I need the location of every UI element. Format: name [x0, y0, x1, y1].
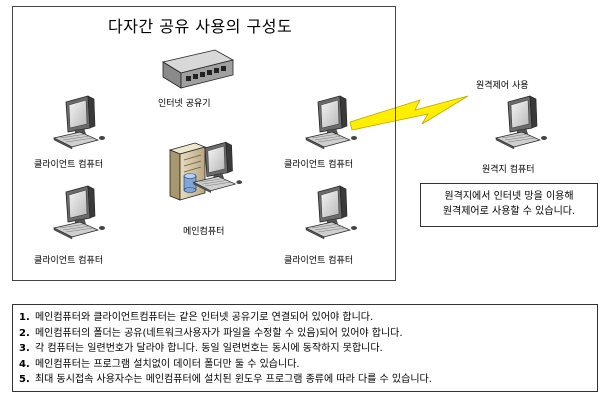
client-label: 클라이언트 컴퓨터 [284, 160, 354, 170]
note-number: 3. [19, 343, 30, 354]
notes-box: 1. 메인컴퓨터와 클라이언트컴퓨터는 같은 인터넷 공유기로 연결되어 있어야… [12, 304, 598, 392]
note-number: 4. [19, 358, 30, 370]
client-label: 클라이언트 컴퓨터 [34, 256, 104, 266]
client-label: 클라이언트 컴퓨터 [284, 256, 354, 266]
remote-note-line: 원격제어로 사용할 수 있습니다. [442, 206, 576, 217]
note-text: 메인컴퓨터의 폴더는 공유(네트워크사용자가 파일을 수정할 수 있음)되어 있… [34, 327, 403, 339]
main-pc-label: 메인컴퓨터 [183, 227, 225, 237]
client-label: 클라이언트 컴퓨터 [34, 160, 104, 170]
diagram-frame [12, 6, 396, 281]
diagram-title: 다자간 공유 사용의 구성도 [108, 17, 293, 36]
note-item: 4. 메인컴퓨터는 프로그램 설치없이 데이터 폴더만 둘 수 있습니다. [19, 357, 591, 373]
hub-label: 인터넷 공유기 [158, 99, 211, 109]
remote-note-box: 원격지에서 인터넷 망을 이용해 원격제어로 사용할 수 있습니다. [420, 183, 598, 227]
database-icon [183, 173, 197, 193]
remote-computer-icon [495, 95, 548, 150]
remote-pc-label: 원격지 컴퓨터 [482, 165, 535, 175]
note-text: 메인컴퓨터와 클라이언트컴퓨터는 같은 인터넷 공유기로 연결되어 있어야 합니… [34, 312, 374, 323]
note-item: 1. 메인컴퓨터와 클라이언트컴퓨터는 같은 인터넷 공유기로 연결되어 있어야… [19, 310, 591, 326]
note-number: 2. [19, 327, 30, 339]
lightning-bolt-icon [349, 95, 469, 131]
note-item: 2. 메인컴퓨터의 폴더는 공유(네트워크사용자가 파일을 수정할 수 있음)되… [19, 326, 591, 342]
remote-title: 원격제어 사용 [476, 81, 529, 91]
note-text: 최대 동시접속 사용자수는 메인컴퓨터에 설치된 윈도우 프로그램 종류에 따라… [34, 374, 432, 385]
router-icon [161, 49, 235, 89]
note-text: 메인컴퓨터는 프로그램 설치없이 데이터 폴더만 둘 수 있습니다. [34, 358, 300, 370]
note-number: 5. [19, 374, 30, 385]
note-item: 3. 각 컴퓨터는 일련번호가 달라야 합니다. 동일 일련번호는 동시에 동작… [19, 341, 591, 357]
remote-note-line: 원격지에서 인터넷 망을 이용해 [444, 191, 574, 202]
note-number: 1. [19, 312, 30, 323]
note-text: 각 컴퓨터는 일련번호가 달라야 합니다. 동일 일련번호는 동시에 동작하지 … [34, 343, 383, 354]
note-item: 5. 최대 동시접속 사용자수는 메인컴퓨터에 설치된 윈도우 프로그램 종류에… [19, 372, 591, 388]
